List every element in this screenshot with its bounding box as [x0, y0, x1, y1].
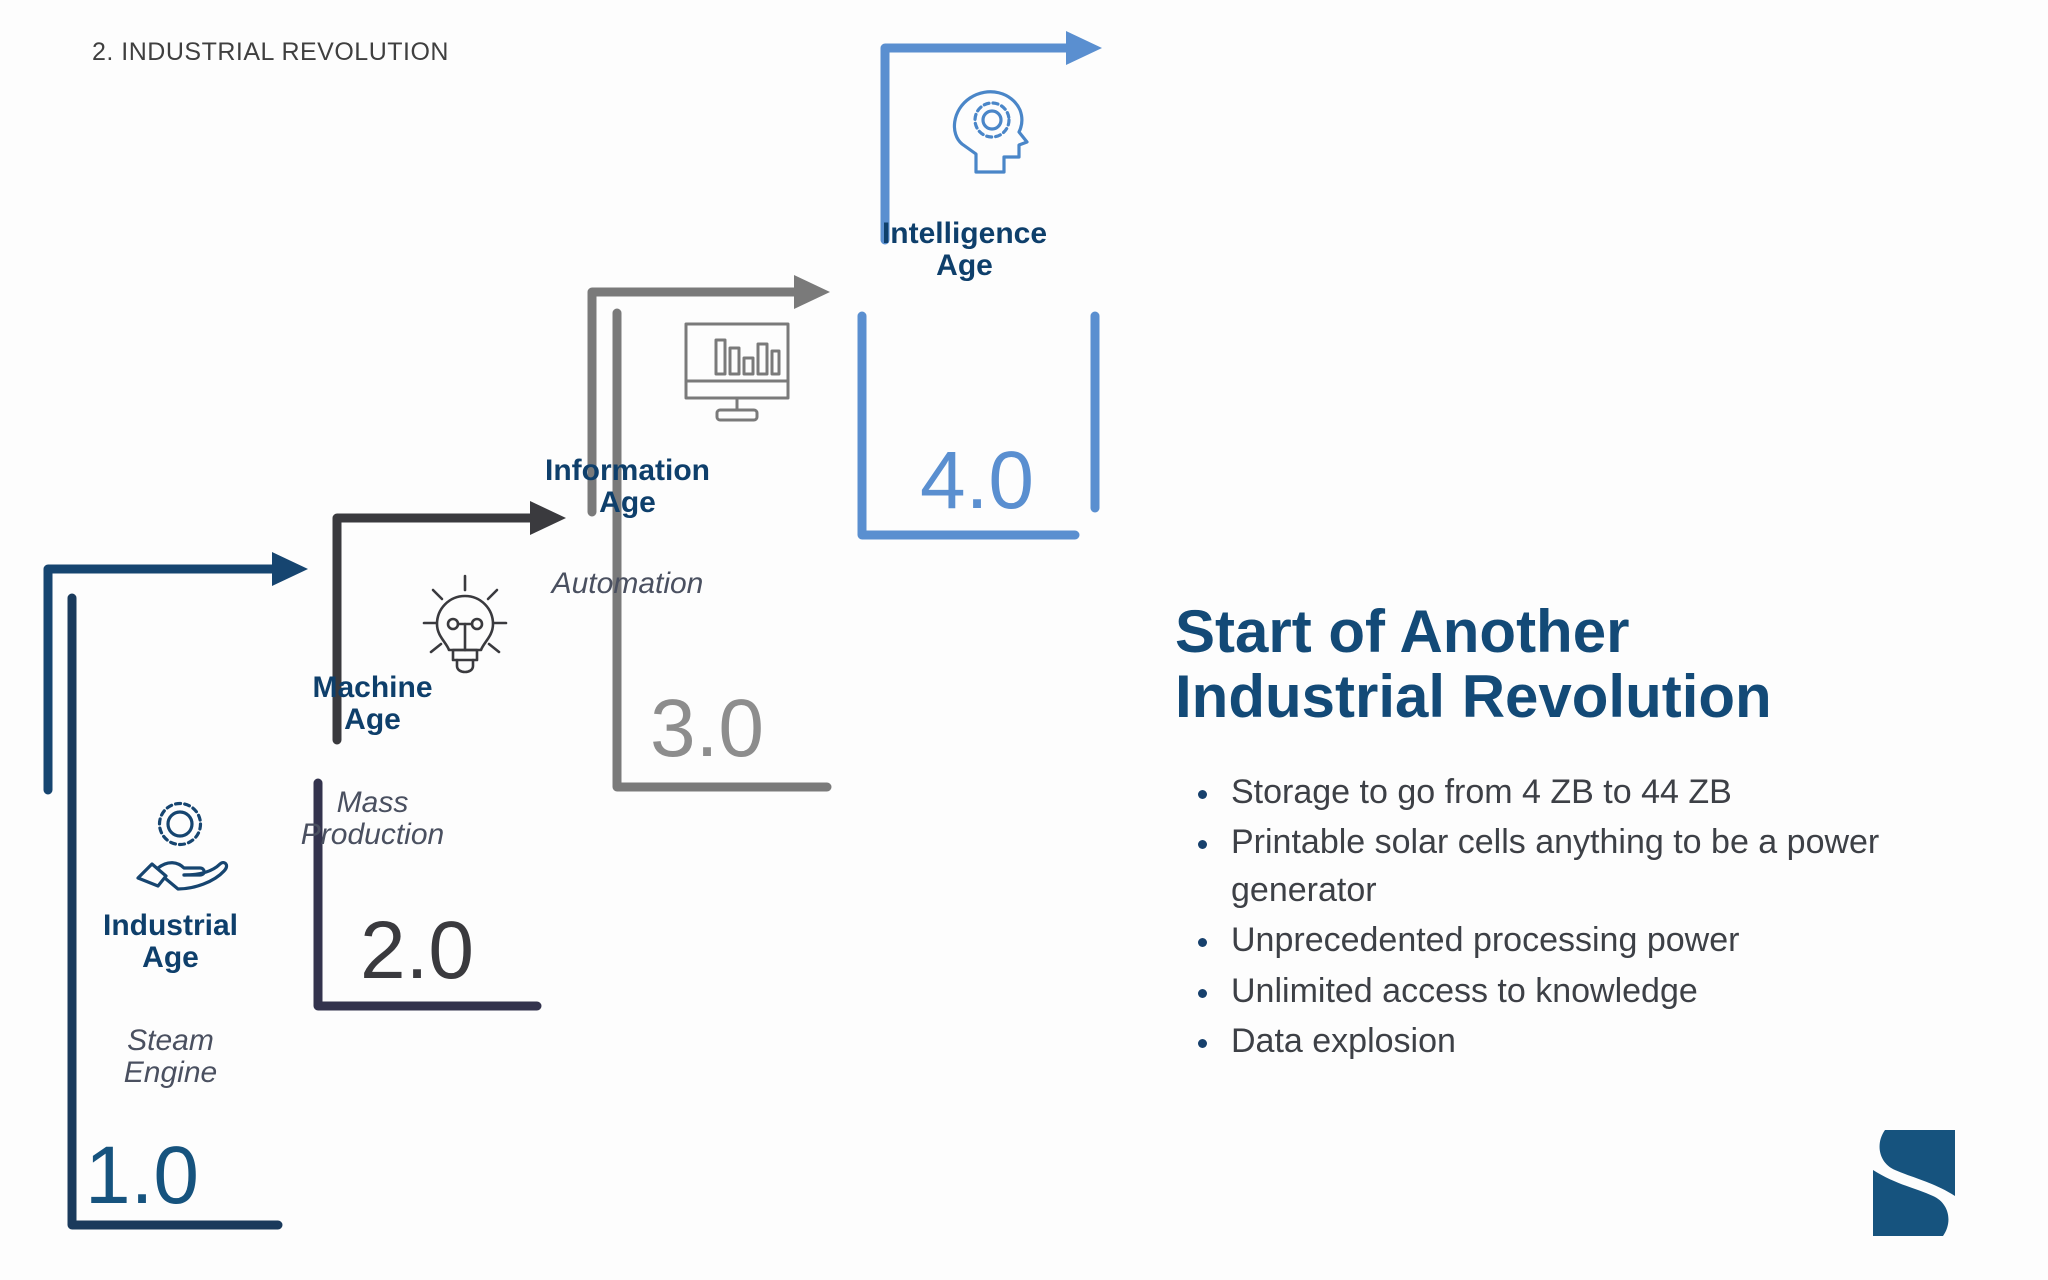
list-item: Storage to go from 4 ZB to 44 ZB	[1175, 768, 1975, 816]
step-4-bracket	[857, 311, 1080, 540]
right-content-panel: Start of Another Industrial Revolution S…	[1175, 598, 1975, 1067]
step-3-rails	[587, 275, 832, 792]
head-gear-icon	[940, 78, 1045, 183]
step-1-title-line1: Industrial	[102, 909, 238, 942]
step-3-subtitle-line1: Automation	[551, 567, 704, 600]
step-2-rails	[313, 501, 566, 1011]
step-2-title: Machine Age	[240, 671, 505, 737]
step-2-title-line2: Age	[344, 703, 401, 737]
step-3-subtitle: Automation	[495, 567, 760, 600]
step-2-subtitle: Mass Production	[240, 786, 505, 852]
page-headline: Start of Another Industrial Revolution	[1175, 598, 1975, 730]
step-1-subtitle-line2: Engine	[123, 1056, 218, 1090]
industrial-revolution-staircase: Industrial Age Steam Engine 1.0	[38, 31, 1102, 1230]
list-item: Printable solar cells anything to be a p…	[1175, 818, 1975, 915]
step-2-subtitle-line1: Mass	[336, 786, 409, 819]
step-3-number: 3.0	[650, 683, 764, 774]
step-2-arrowhead	[530, 501, 566, 535]
headline-line-1: Start of Another	[1175, 598, 1630, 665]
step-4-title-line2: Age	[936, 249, 993, 283]
step-4-title-line1: Intelligence	[881, 217, 1048, 250]
step-3-title-line2: Age	[599, 486, 656, 520]
step-3-bracket	[612, 308, 832, 792]
list-item: Unprecedented processing power	[1175, 916, 1975, 964]
step-1-title: Industrial Age	[38, 909, 303, 975]
monitor-chart-icon	[672, 318, 802, 428]
step-1-bracket	[67, 593, 283, 1230]
step-4-rails	[857, 31, 1102, 540]
step-1-arrow-rail	[43, 564, 283, 795]
step-1-rails	[43, 552, 308, 1230]
step-1-subtitle: Steam Engine	[38, 1024, 303, 1090]
s-mark-logo	[1855, 1118, 1973, 1248]
lightbulb-icon	[405, 568, 525, 688]
step-1-number: 1.0	[85, 1130, 199, 1221]
slide-eyebrow-title: 2. INDUSTRIAL REVOLUTION	[92, 38, 449, 66]
step-2-number: 2.0	[360, 905, 474, 996]
list-item: Data explosion	[1175, 1017, 1975, 1065]
step-3-title-line1: Information	[545, 454, 710, 487]
headline-line-2: Industrial Revolution	[1175, 662, 1772, 730]
step-4-number: 4.0	[920, 435, 1034, 526]
step-3-arrow-rail	[587, 287, 805, 517]
step-4-arrow-rail	[880, 43, 1077, 245]
step-2-title-line1: Machine	[312, 671, 433, 704]
key-points-list: Storage to go from 4 ZB to 44 ZB Printab…	[1175, 768, 1975, 1066]
hand-gear-icon	[120, 790, 240, 910]
step-3-title: Information Age	[495, 454, 760, 520]
step-1-title-line2: Age	[142, 941, 199, 975]
step-4-title: Intelligence Age	[832, 217, 1097, 283]
step-4-arrowhead	[1066, 31, 1102, 65]
step-2-bracket	[313, 778, 542, 1011]
step-1-arrowhead	[272, 552, 308, 586]
step-3-arrowhead	[794, 275, 830, 309]
step-2-arrow-rail	[332, 513, 541, 745]
step-1-subtitle-line1: Steam	[127, 1024, 214, 1057]
step-2-subtitle-line2: Production	[300, 818, 445, 852]
list-item: Unlimited access to knowledge	[1175, 967, 1975, 1015]
